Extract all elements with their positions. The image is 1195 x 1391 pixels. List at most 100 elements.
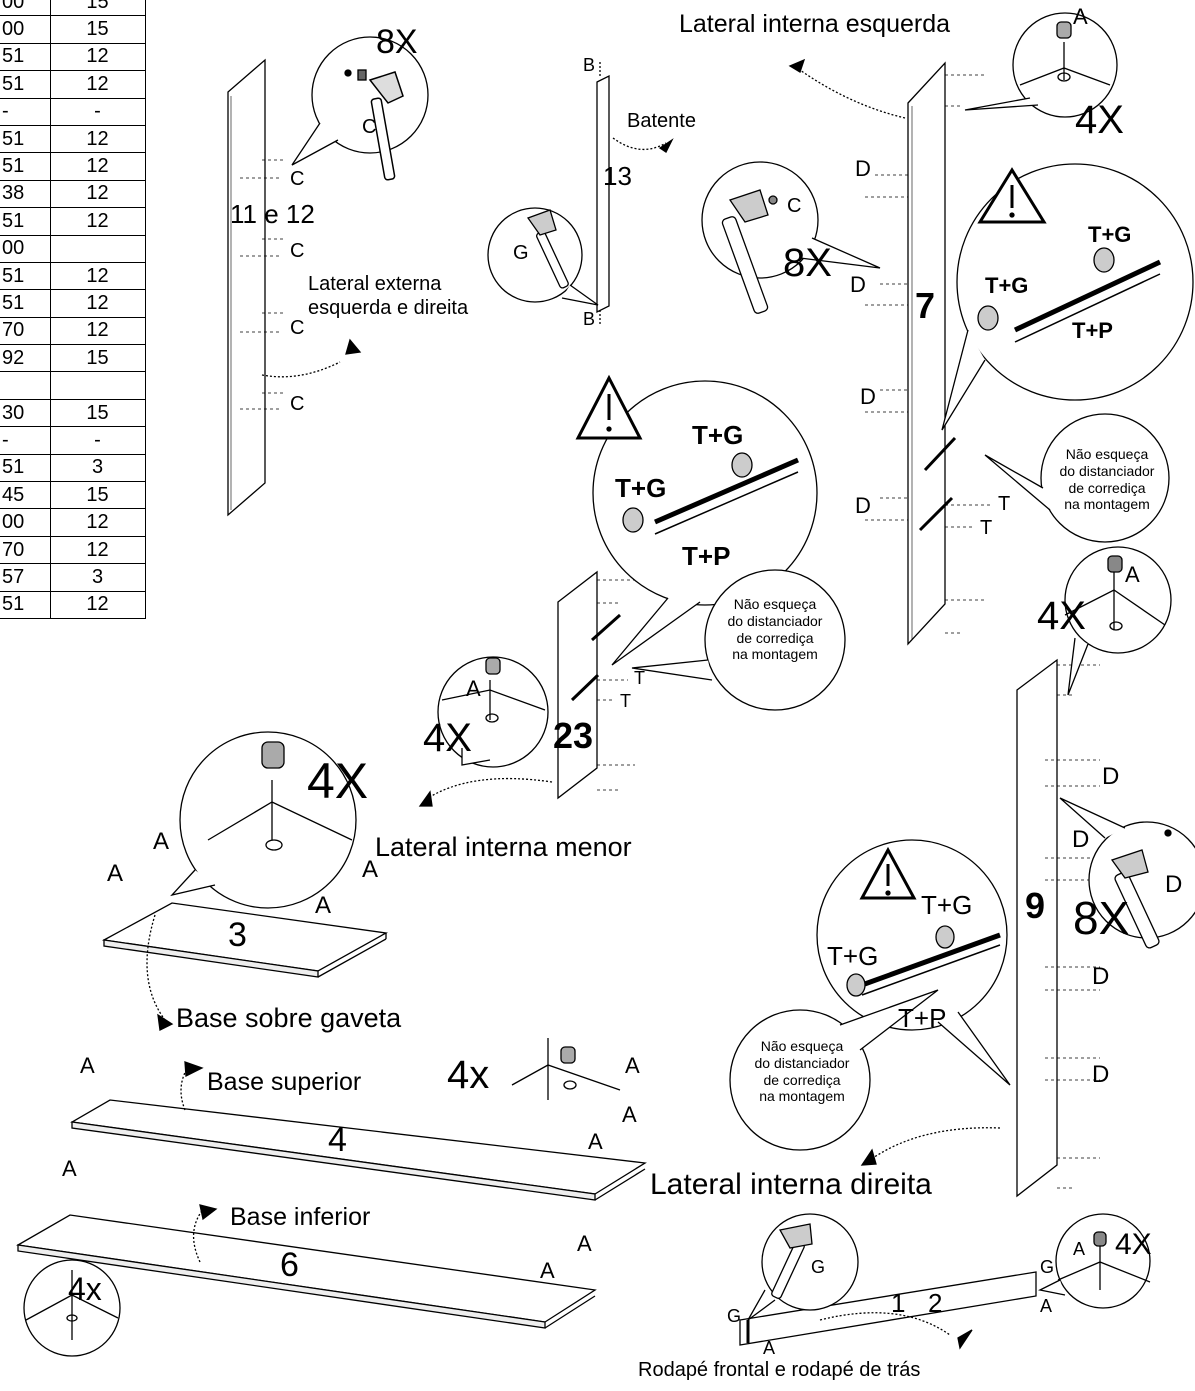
table-cell-dim: 38 — [0, 179, 51, 209]
arrow-icon — [345, 338, 362, 355]
callout-a-low — [23, 1259, 121, 1357]
letter-d: D — [1165, 871, 1183, 898]
letter-b: B — [583, 55, 596, 75]
count-4x: 4X — [423, 716, 472, 760]
table-cell-dim: 51 — [0, 42, 51, 72]
letter-t: T — [620, 691, 631, 711]
table-cell-thickness: - — [49, 426, 146, 455]
hammer-icon — [368, 71, 404, 181]
callout-slide-low — [816, 839, 1011, 1086]
letter-d: D — [860, 384, 876, 409]
letter-a: A — [80, 1053, 95, 1078]
part-9: 9 — [1025, 885, 1046, 926]
letter-c: C — [290, 168, 305, 190]
label-tp: T+P — [898, 1003, 947, 1033]
count-4x: 4X — [307, 753, 369, 809]
count-8x: 8X — [376, 23, 418, 61]
table-cell-thickness — [49, 371, 146, 400]
callout-a-right — [1064, 546, 1172, 696]
table-row: 00 — [0, 234, 146, 263]
letter-t: T — [998, 493, 1011, 515]
table-cell-thickness: 12 — [49, 207, 146, 236]
table-cell-thickness: 15 — [49, 398, 146, 428]
panel-4 — [70, 1061, 647, 1201]
part-11-12: 11 e 12 — [230, 199, 315, 229]
table-cell-dim: - — [0, 97, 51, 126]
table-cell-thickness: 15 — [49, 344, 146, 373]
letter-c: C — [290, 317, 305, 339]
callout-a-low-right — [1038, 1213, 1151, 1309]
table-cell-dim: 70 — [0, 316, 51, 346]
note-bubble-mid — [631, 569, 846, 711]
letter-b: B — [583, 309, 596, 329]
letter-c: C — [787, 195, 802, 217]
label-tg: T+G — [615, 473, 667, 503]
table-cell-thickness: 15 — [49, 481, 146, 510]
letter-d: D — [850, 272, 866, 297]
label-rodape: Rodapé frontal e rodapé de trás — [638, 1359, 921, 1381]
letter-a: A — [622, 1102, 637, 1127]
part-2: 2 — [928, 1288, 943, 1318]
letter-t: T — [980, 517, 993, 539]
count-8x: 8X — [783, 241, 832, 285]
panel-7 — [788, 58, 990, 646]
letter-a: A — [625, 1053, 640, 1078]
note-bubble-top — [984, 413, 1170, 543]
panel-3 — [101, 902, 389, 1031]
callout-a-top — [964, 12, 1118, 118]
part-6: 6 — [280, 1246, 299, 1284]
part-1: 1 — [891, 1288, 906, 1318]
table-cell-thickness: - — [49, 97, 146, 126]
letter-c: C — [290, 240, 305, 262]
table-cell-thickness: 12 — [49, 124, 146, 154]
count-4x: 4X — [1075, 98, 1124, 142]
count-4x: 4X — [1037, 594, 1086, 638]
count-4x: 4X — [1115, 1228, 1152, 1261]
label-lat-ext-2: esquerda e direita — [308, 297, 469, 319]
part-7: 7 — [915, 285, 936, 326]
label-tp: T+P — [1072, 318, 1113, 343]
table-cell-thickness — [49, 234, 146, 263]
label-base-superior: Base superior — [207, 1068, 362, 1096]
label-lat-int-menor: Lateral interna menor — [375, 832, 632, 862]
letter-a: A — [1073, 4, 1088, 29]
callout-g-low — [747, 1213, 859, 1321]
table-row — [0, 371, 146, 400]
letter-g: G — [1040, 1257, 1055, 1277]
label-tp: T+P — [682, 541, 731, 571]
table-row: -- — [0, 97, 146, 126]
table-cell-dim: 57 — [0, 563, 51, 592]
letter-d: D — [1072, 826, 1090, 853]
count-4x-lower: 4x — [447, 1053, 490, 1097]
count-4x-lower: 4x — [68, 1271, 102, 1307]
letter-d: D — [1102, 763, 1120, 790]
label-lat-int-esq: Lateral interna esquerda — [679, 10, 951, 38]
table-cell-thickness: 12 — [49, 70, 146, 99]
letter-a: A — [62, 1156, 77, 1181]
letter-t: T — [634, 668, 645, 688]
letter-d: D — [855, 156, 871, 181]
label-tg: T+G — [921, 890, 973, 920]
part-4: 4 — [328, 1121, 347, 1159]
letter-a: A — [1040, 1296, 1053, 1316]
panel-6 — [16, 1204, 597, 1329]
letter-a: A — [540, 1258, 555, 1283]
callout-a-large — [170, 731, 357, 909]
label-tg: T+G — [827, 941, 879, 971]
count-8x: 8X — [1073, 892, 1130, 944]
letter-a: A — [1125, 562, 1140, 587]
table-cell-thickness: 12 — [49, 289, 146, 318]
label-base-inferior: Base inferior — [230, 1203, 371, 1231]
